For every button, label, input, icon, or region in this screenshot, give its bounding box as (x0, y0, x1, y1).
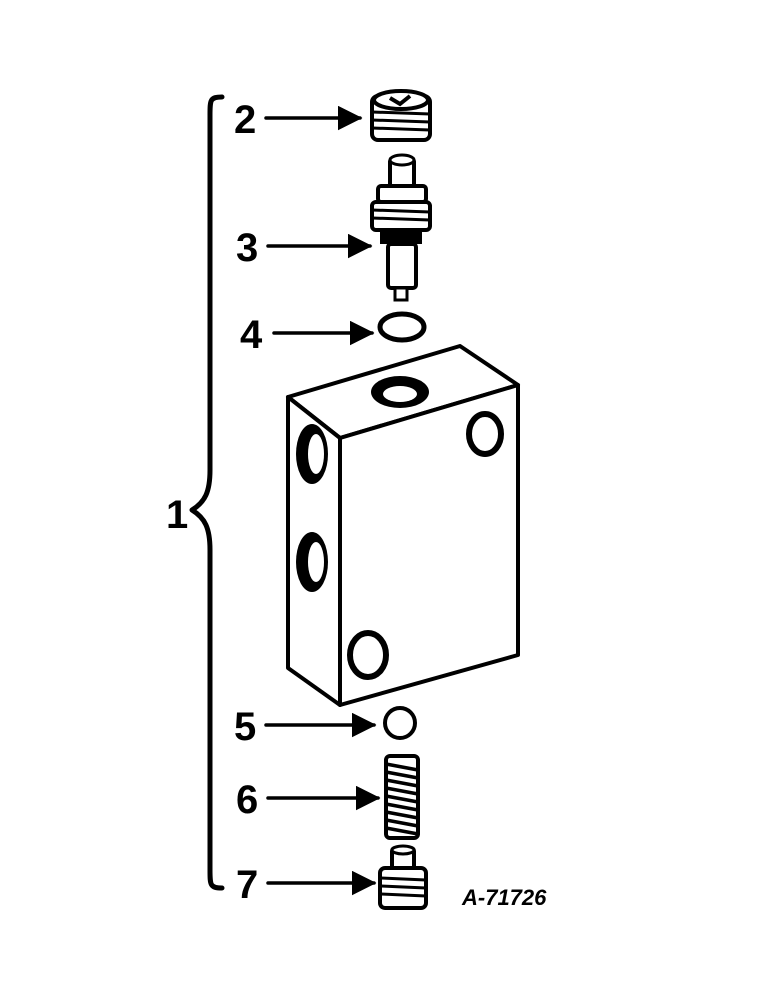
callout-1: 1 (166, 493, 188, 537)
callout-2: 2 (234, 98, 256, 142)
spring-part-6 (384, 754, 420, 840)
figure-id: A-71726 (461, 885, 547, 910)
callout-5: 5 (234, 705, 256, 749)
plug-part-2 (370, 89, 432, 142)
callout-4: 4 (240, 313, 263, 357)
callout-7: 7 (236, 863, 258, 907)
callout-3: 3 (236, 226, 258, 270)
leader-lines (264, 105, 381, 896)
callout-6: 6 (236, 778, 258, 822)
valve-stem-part-3 (370, 153, 432, 302)
adjusting-screw-part-7 (378, 844, 428, 910)
valve-body (286, 344, 520, 707)
ball-part-5 (383, 706, 417, 740)
assembly-bracket (189, 94, 225, 891)
o-ring-part-4 (377, 311, 427, 343)
